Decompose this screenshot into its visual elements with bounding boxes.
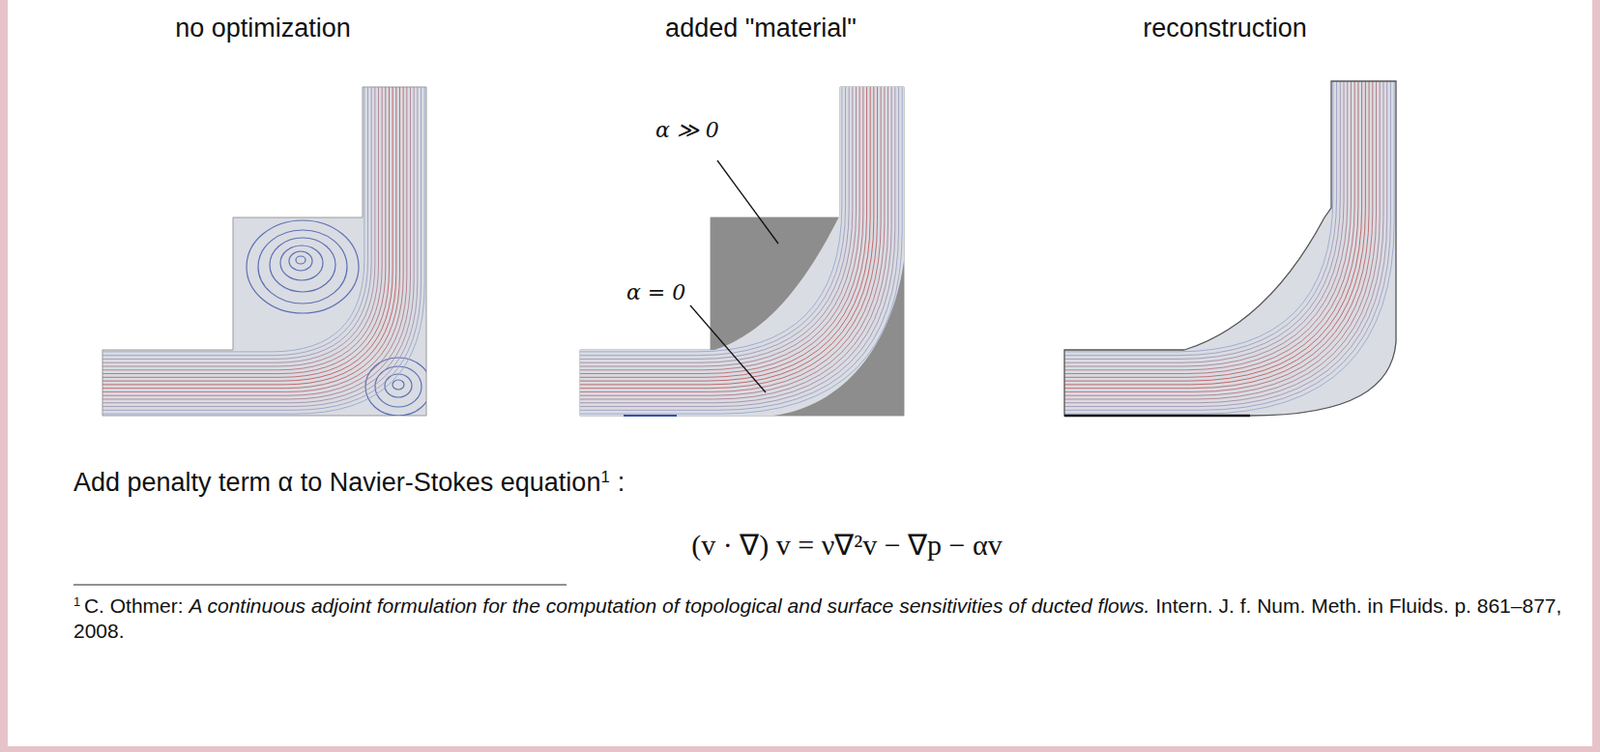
streamline (102, 87, 414, 404)
duct-design-space (580, 87, 904, 416)
fluid-region (580, 87, 904, 416)
streamline (580, 87, 857, 367)
duct-wall (1064, 414, 1251, 418)
streamline (1064, 81, 1373, 392)
streamline (580, 87, 878, 389)
streamline (102, 87, 376, 363)
streamline (102, 87, 379, 367)
streamline (1064, 81, 1334, 352)
footnote: 1C. Othmer:A continuous adjoint formulat… (73, 593, 1563, 645)
streamline (102, 87, 418, 408)
streamline (1064, 81, 1344, 363)
region-label: α ≫ 0 (653, 117, 722, 143)
sentence: Add penalty term α to Navier-Stokes equa… (73, 467, 625, 498)
streamline (102, 87, 382, 371)
streamline (1064, 81, 1340, 359)
streamline (102, 87, 369, 356)
footnote-rule (73, 584, 567, 586)
streamline (102, 87, 397, 385)
streamline (580, 87, 889, 400)
streamline (580, 87, 849, 359)
streamline (580, 87, 874, 385)
streamline (102, 87, 408, 396)
streamline (580, 87, 892, 404)
leader-line (690, 305, 766, 393)
streamline (102, 87, 411, 400)
streamline (1064, 81, 1384, 404)
boundary-mark (623, 414, 677, 417)
streamline (1064, 81, 1377, 396)
streamline (1064, 81, 1366, 385)
streamline (580, 87, 896, 408)
streamline (580, 87, 853, 363)
leader-line (717, 160, 779, 244)
streamline (1064, 81, 1338, 356)
streamline (580, 87, 871, 381)
reference-author: C. Othmer: (84, 594, 184, 617)
streamline (1064, 81, 1359, 378)
duct-unoptimized (102, 87, 427, 416)
streamline (580, 87, 900, 410)
equation: (v · ∇) v = ν∇²v − ∇p − αv (691, 527, 1003, 562)
footnote-mark: 1 (600, 467, 610, 487)
streamline (580, 87, 843, 352)
streamline (102, 87, 365, 352)
streamline (102, 87, 422, 410)
panel-title: reconstruction (1142, 13, 1308, 44)
streamline (102, 87, 425, 414)
duct-reconstructed (1064, 81, 1397, 416)
streamline (1064, 81, 1391, 410)
streamline (580, 87, 864, 375)
streamline (102, 87, 372, 359)
streamline (580, 87, 902, 414)
streamline (1064, 81, 1380, 400)
sentence-text: Add penalty term α to Navier-Stokes equa… (73, 467, 601, 497)
streamline (102, 87, 401, 389)
streamline (102, 87, 390, 378)
streamline (580, 87, 881, 392)
streamline (580, 87, 885, 396)
duct-outline (1064, 81, 1397, 416)
streamline (102, 87, 386, 375)
streamline (580, 87, 868, 378)
punctuation: : (617, 467, 626, 497)
streamline (102, 87, 404, 392)
region-label: α = 0 (624, 280, 688, 305)
streamline (102, 87, 393, 381)
streamline (1064, 81, 1395, 414)
panel-title: added "material" (665, 13, 857, 44)
streamline (1064, 81, 1355, 375)
streamline (1064, 81, 1369, 389)
streamline (580, 87, 846, 356)
footnote-mark: 1 (73, 594, 81, 610)
streamline (1064, 81, 1348, 367)
streamline (580, 87, 860, 371)
streamline (1064, 81, 1351, 371)
reference-title: A continuous adjoint formulation for the… (188, 594, 1150, 617)
streamline (1064, 81, 1388, 408)
panel-title: no optimization (174, 13, 351, 44)
